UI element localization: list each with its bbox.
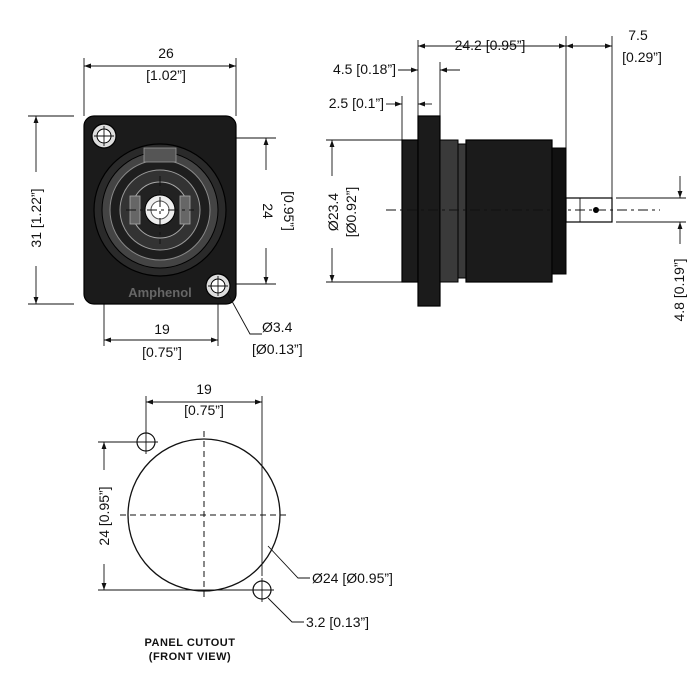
cutout-height-label: 24 [0.95”] [96,486,112,545]
tab-length-in: [0.29”] [622,49,662,65]
side-flange [417,115,441,307]
tab-offset-label: 4.8 [0.19”] [671,258,687,321]
tab-length-mm: 7.5 [628,27,648,43]
hole-spacing-h-in: [0.75”] [142,344,182,360]
cutout-title-line1: PANEL CUTOUT [145,637,236,649]
rear-body [465,139,553,283]
front-nose [401,139,419,283]
cutout-width-mm: 19 [196,381,212,397]
front-width-mm: 26 [158,45,174,61]
brand-logo-text: Amphenol [128,285,192,300]
flange-label: 4.5 [0.18”] [333,61,396,77]
body-dia-in: [Ø0.92”] [343,187,359,238]
hole-dia-leader [227,293,262,335]
circle-dia-label: Ø24 [Ø0.95”] [312,570,393,586]
depth-label: 24.2 [0.95”] [455,37,526,53]
front-width-in: [1.02”] [146,67,186,83]
hole-dia-mm: Ø3.4 [262,319,293,335]
panel-label: 2.5 [0.1”] [329,95,384,111]
circle-dia-leader [267,545,310,579]
cutout-title-line2: (FRONT VIEW) [149,651,231,663]
front-view: 26 [1.02”] 31 [1.22”] 24 [0.95”] 19 [0.7… [26,45,303,360]
hole-spacing-v-mm: 24 [260,203,276,219]
cutout-hole-dia-label: 3.2 [0.13”] [306,614,369,630]
hole-spacing-v-in: [0.95”] [281,191,297,231]
panel-cutout-view: 19 [0.75”] 24 [0.95”] Ø24 [Ø0.95”] 3.2 [… [94,381,393,663]
hole-dia-in: [Ø0.13”] [252,341,303,357]
front-height-label: 31 [1.22”] [28,188,44,247]
cutout-width-in: [0.75”] [184,402,224,418]
side-view: 24.2 [0.95”] 7.5 [0.29”] 4.5 [0.18”] 2.5… [322,27,687,322]
hole-spacing-h-mm: 19 [154,321,170,337]
body-dia-mm: Ø23.4 [325,193,341,231]
hole-dia-leader [267,597,304,623]
